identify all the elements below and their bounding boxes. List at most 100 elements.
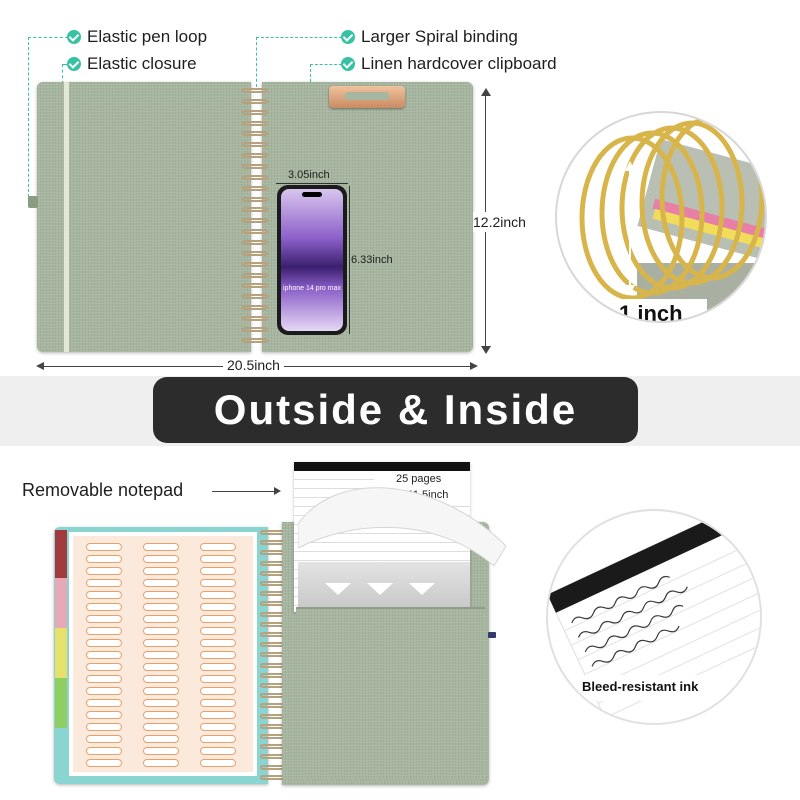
sticker-pill xyxy=(86,591,122,599)
sticker-pill xyxy=(200,711,236,719)
arrow-up-icon xyxy=(481,88,491,96)
tab-green[interactable] xyxy=(55,678,67,728)
phone-label: iphone 14 pro max xyxy=(283,285,341,292)
ink-label: Bleed-resistant ink xyxy=(582,679,699,694)
sticker-pill xyxy=(143,735,179,743)
sticker-pill xyxy=(143,663,179,671)
sticker-pill xyxy=(200,591,236,599)
sticker-pill xyxy=(200,543,236,551)
sticker-pill xyxy=(86,555,122,563)
elastic-closure-tab xyxy=(488,632,496,638)
gold-ring-illustration xyxy=(579,115,765,321)
check-icon xyxy=(341,30,355,44)
check-icon xyxy=(341,57,355,71)
arrow-right-icon xyxy=(470,362,478,370)
sticker-pill xyxy=(86,687,122,695)
closure-leader xyxy=(62,64,63,84)
sticker-pill xyxy=(86,567,122,575)
feature-pen-loop: Elastic pen loop xyxy=(67,27,207,47)
sticker-pill xyxy=(143,639,179,647)
sticker-pill xyxy=(143,615,179,623)
sticker-pill xyxy=(86,759,122,767)
curled-page xyxy=(298,487,507,567)
ring-size-label: 1 inch xyxy=(619,301,683,323)
width-label: 20.5inch xyxy=(223,357,284,373)
sticker-pill xyxy=(86,663,122,671)
sticker-pill xyxy=(200,651,236,659)
notepad-pages: 25 pages xyxy=(396,473,442,485)
sticker-pill xyxy=(200,759,236,767)
feature-clipboard: Linen hardcover clipboard xyxy=(341,54,557,74)
elastic-pen-loop xyxy=(64,82,69,352)
check-icon xyxy=(67,30,81,44)
sticker-pill xyxy=(86,639,122,647)
sticker-pill xyxy=(143,675,179,683)
sticker-pill xyxy=(200,627,236,635)
feature-closure: Elastic closure xyxy=(67,54,197,74)
feature-clipboard-label: Linen hardcover clipboard xyxy=(361,54,557,73)
check-icon xyxy=(67,57,81,71)
sticker-pill xyxy=(143,627,179,635)
arrow-down-icon xyxy=(409,583,435,595)
sticker-pill xyxy=(143,543,179,551)
sticker-pill xyxy=(143,651,179,659)
sticker-pill xyxy=(86,675,122,683)
cover-pocket xyxy=(296,607,485,779)
sticker-pill xyxy=(143,603,179,611)
sticker-pill xyxy=(86,723,122,731)
sticker-pill xyxy=(143,759,179,767)
ink-label-backdrop xyxy=(576,675,738,701)
clipboard-leader-h xyxy=(310,64,342,65)
notepad-binding xyxy=(294,462,470,471)
phone-width-label: 3.05inch xyxy=(288,169,330,181)
closure-leader-h xyxy=(62,64,68,65)
feature-spiral: Larger Spiral binding xyxy=(341,27,518,47)
tab-red[interactable] xyxy=(55,530,67,578)
sticker-pill xyxy=(200,639,236,647)
sticker-pill xyxy=(143,687,179,695)
sticker-pill xyxy=(200,687,236,695)
sticker-pill xyxy=(143,723,179,731)
notebook-left-cover xyxy=(37,82,251,352)
sticker-pill xyxy=(200,663,236,671)
feature-closure-label: Elastic closure xyxy=(87,54,197,73)
banner-title: Outside & Inside xyxy=(153,377,638,443)
sticker-pill xyxy=(86,711,122,719)
height-label: 12.2inch xyxy=(473,212,526,232)
sticker-pill xyxy=(200,699,236,707)
sticker-pill xyxy=(86,579,122,587)
spiral-binding-top xyxy=(242,88,268,343)
arrow-down-icon xyxy=(481,346,491,354)
tab-pink[interactable] xyxy=(55,578,67,628)
sticker-pill xyxy=(86,747,122,755)
spiral-leader-h xyxy=(256,37,342,38)
notepad-label: Removable notepad xyxy=(22,480,184,500)
tab-yellow[interactable] xyxy=(55,628,67,678)
feature-spiral-label: Larger Spiral binding xyxy=(361,27,518,46)
sticker-pill xyxy=(200,555,236,563)
sticker-pill xyxy=(86,627,122,635)
sticker-pill xyxy=(143,591,179,599)
sticker-pill xyxy=(86,735,122,743)
sticker-pill xyxy=(200,735,236,743)
sticker-pill xyxy=(86,543,122,551)
notepad-pointer-line xyxy=(212,491,276,492)
sticker-pill xyxy=(86,603,122,611)
phone-width-line xyxy=(276,183,348,184)
sticker-pill xyxy=(143,699,179,707)
tab-teal[interactable] xyxy=(55,728,67,780)
sticker-pill xyxy=(86,651,122,659)
clipboard-leader xyxy=(310,64,311,92)
pen-loop-leader xyxy=(28,37,29,202)
spiral-leader xyxy=(256,37,257,87)
sticker-pill xyxy=(200,675,236,683)
sticker-pill xyxy=(200,723,236,731)
sticker-pill xyxy=(143,747,179,755)
arrow-right-icon xyxy=(274,487,281,495)
sticker-pill xyxy=(200,747,236,755)
phone-height-line xyxy=(349,186,350,334)
elastic-closure-tab xyxy=(28,196,38,208)
arrow-down-icon xyxy=(367,583,393,595)
clip-slot xyxy=(345,92,389,100)
sticker-pill xyxy=(86,615,122,623)
